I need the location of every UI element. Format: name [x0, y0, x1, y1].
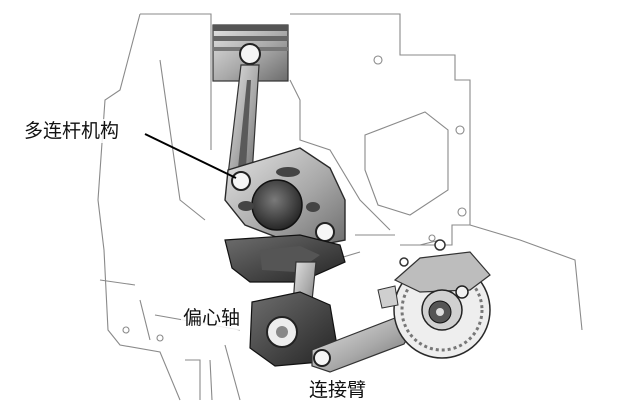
connecting-arm — [311, 317, 413, 373]
eccentric-shaft-label: 偏心轴 — [181, 306, 243, 330]
multilink-leader-line — [144, 133, 237, 179]
piston — [212, 24, 289, 82]
connecting-rod — [227, 64, 260, 176]
engine-block-outline — [97, 13, 583, 401]
connecting-arm-label: 连接臂 — [307, 378, 369, 402]
multilink-plate — [224, 147, 346, 249]
eccentric-shaft — [249, 291, 337, 367]
actuator-housing — [377, 239, 491, 359]
multilink-label: 多连杆机构 — [22, 119, 122, 143]
crank-counterweight — [224, 234, 346, 283]
